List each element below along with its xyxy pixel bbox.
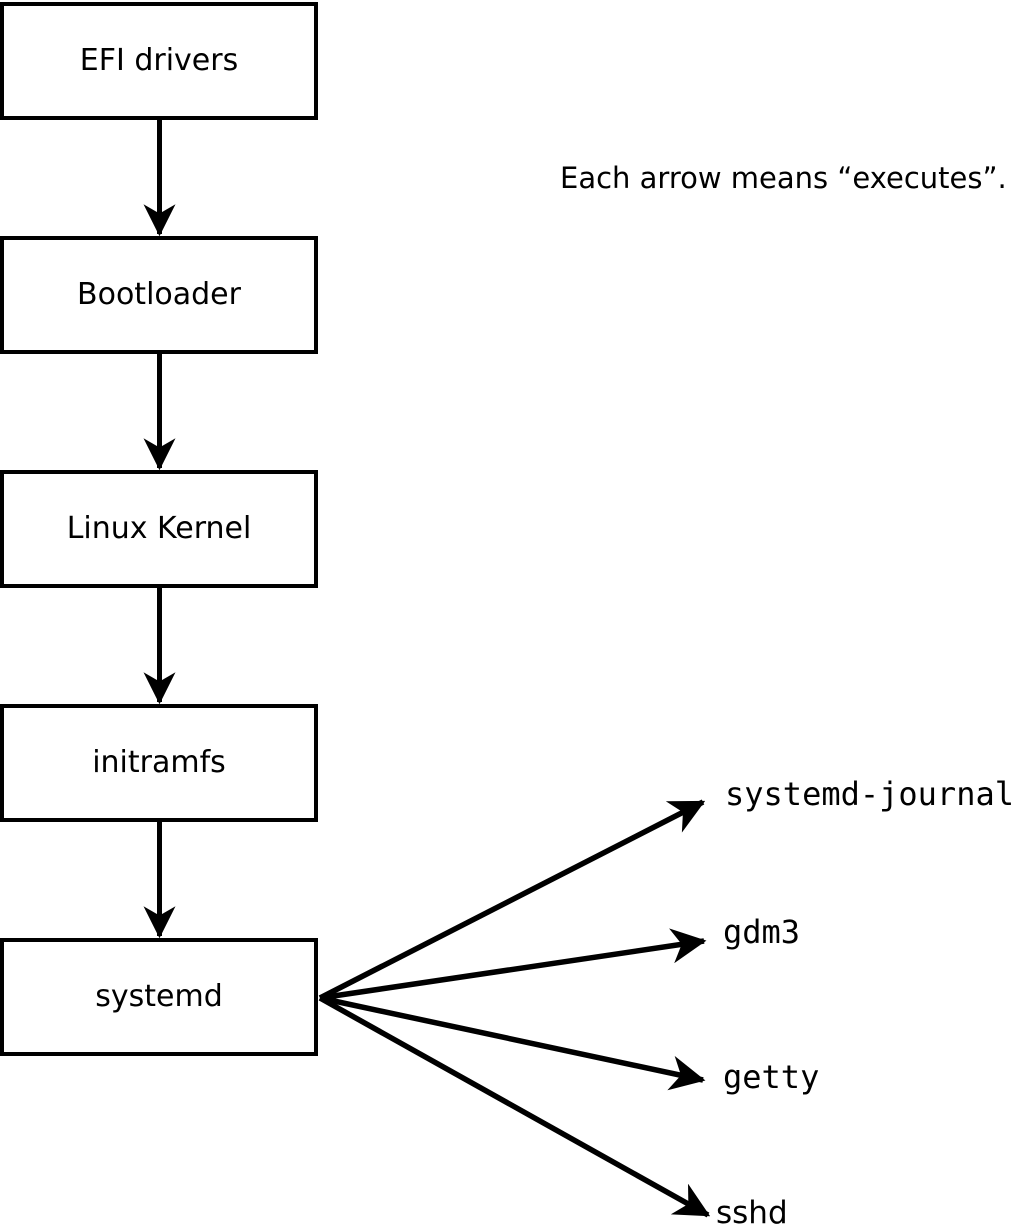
label-sshd: sshd [716, 1195, 788, 1230]
node-initramfs: initramfs [0, 704, 318, 822]
arrow-systemd-to-gdm3 [319, 928, 707, 1001]
node-bootloader: Bootloader [0, 236, 318, 354]
arrow-legend-note: Each arrow means “executes”. [560, 161, 1007, 195]
node-initramfs-label: initramfs [92, 745, 226, 780]
node-systemd: systemd [0, 938, 318, 1056]
node-efi-drivers: EFI drivers [0, 2, 318, 120]
node-linux-kernel-label: Linux Kernel [66, 511, 252, 546]
node-linux-kernel: Linux Kernel [0, 470, 318, 588]
node-efi-drivers-label: EFI drivers [79, 43, 239, 78]
label-systemd-journal: systemd-journal [725, 775, 1014, 813]
label-gdm3: gdm3 [723, 913, 801, 951]
label-getty: getty [723, 1058, 820, 1096]
arrow-systemd-to-getty [319, 995, 706, 1091]
node-bootloader-label: Bootloader [77, 277, 241, 312]
arrow-systemd-to-sshd [318, 995, 711, 1218]
arrow-systemd-to-systemd-journal [318, 799, 706, 1001]
node-systemd-label: systemd [95, 979, 223, 1014]
